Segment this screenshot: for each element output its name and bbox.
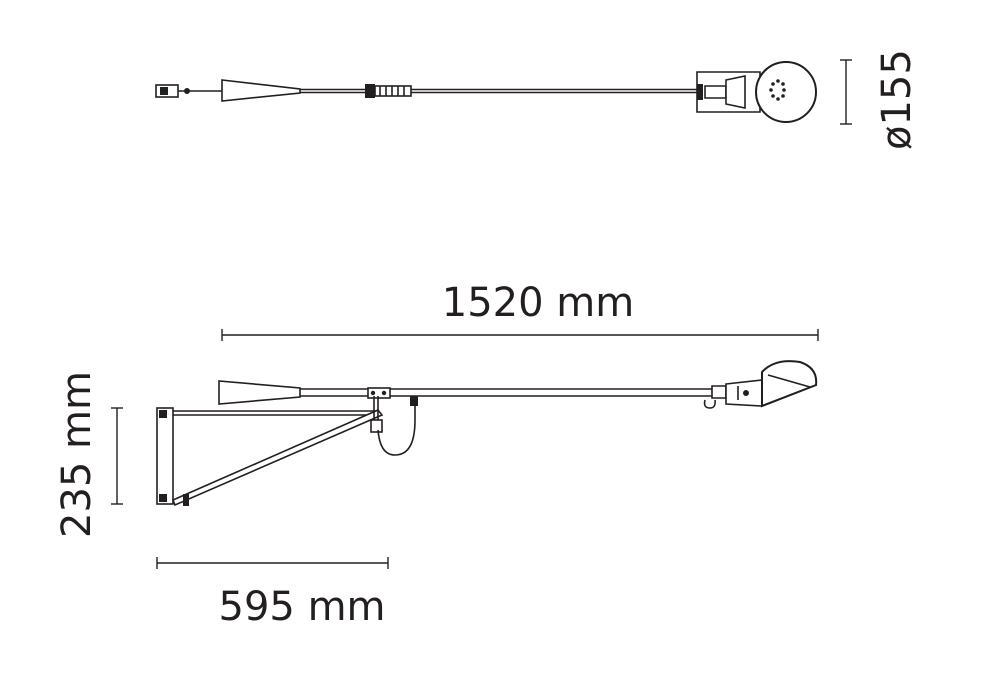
length-dimension-line [221, 329, 819, 341]
side-view-lamp [156, 360, 818, 507]
side-view-reflector [761, 360, 818, 408]
depth-label: 595 mm [219, 584, 386, 630]
top-view-vent-holes [769, 79, 786, 101]
top-view-joint [365, 84, 375, 98]
top-view-lamp [155, 61, 817, 123]
height-label: 235 mm [54, 371, 100, 538]
side-view-cable [377, 405, 416, 456]
side-view-head-neck [711, 385, 727, 399]
length-label: 1520 mm [442, 280, 634, 326]
height-dimension-line [111, 407, 123, 505]
side-view-wall-plate [156, 407, 174, 505]
side-view-diagonal-strut [171, 409, 384, 507]
diameter-dimension-line [840, 59, 852, 125]
depth-dimension-line [156, 557, 389, 569]
side-view-counterweight [218, 380, 301, 405]
diameter-label: ø155 [874, 49, 920, 150]
top-view-counterweight [221, 79, 301, 102]
